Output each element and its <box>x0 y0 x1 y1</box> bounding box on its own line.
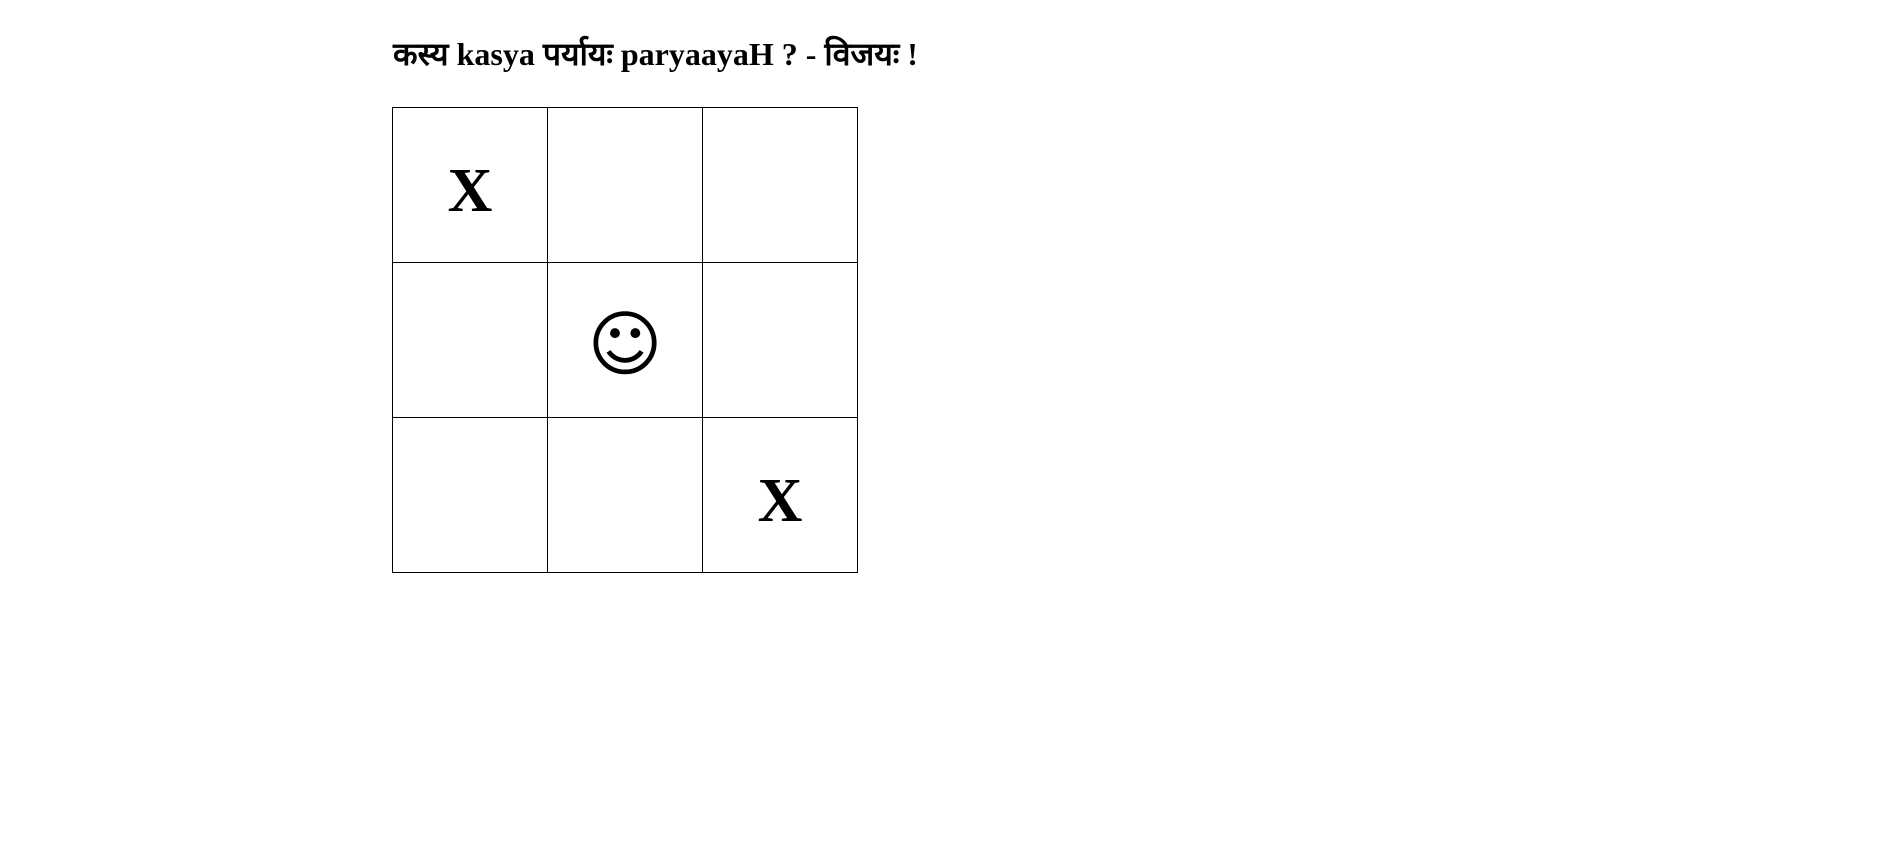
board-row-3: X <box>392 417 858 573</box>
cell-mark: X <box>447 157 493 225</box>
board-cell-1-2[interactable] <box>547 107 703 263</box>
board-cell-2-1[interactable] <box>392 262 548 418</box>
board-cell-2-2[interactable]: ☺ <box>547 262 703 418</box>
tic-tac-toe-board: X ☺ X <box>392 107 858 573</box>
board-cell-1-3[interactable] <box>702 107 858 263</box>
board-cell-1-1[interactable]: X <box>392 107 548 263</box>
board-cell-2-3[interactable] <box>702 262 858 418</box>
game-status-heading: कस्य kasya पर्यायः paryaayaH ? - विजयः ! <box>393 36 918 72</box>
board-cell-3-2[interactable] <box>547 417 703 573</box>
board-cell-3-1[interactable] <box>392 417 548 573</box>
smiley-face-icon: ☺ <box>587 302 663 386</box>
cell-mark: X <box>757 467 803 535</box>
board-row-2: ☺ <box>392 262 858 418</box>
board-cell-3-3[interactable]: X <box>702 417 858 573</box>
board-row-1: X <box>392 107 858 263</box>
